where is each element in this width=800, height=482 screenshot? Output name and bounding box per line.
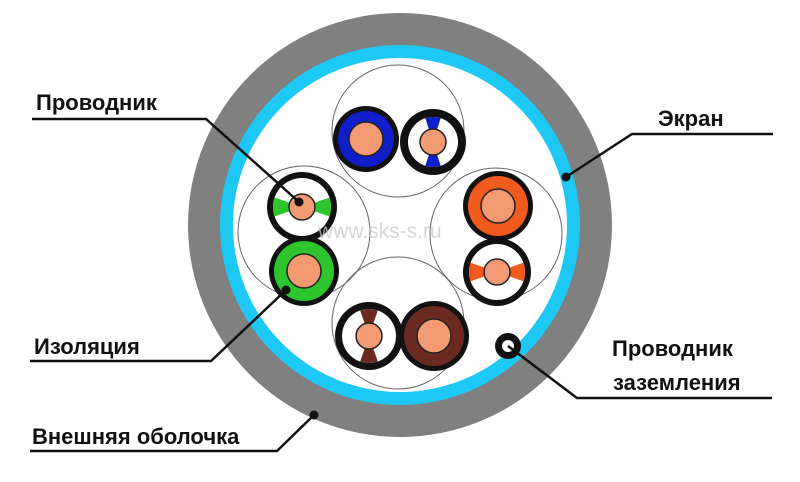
label-screen: Экран <box>658 106 724 131</box>
leader-outer-jacket <box>30 414 315 453</box>
conductor-core <box>355 322 383 350</box>
conductor-core <box>480 188 516 224</box>
leader-dot <box>294 197 304 207</box>
label-ground-conductor-line1: Проводник <box>612 336 734 361</box>
green-pair <box>267 172 339 306</box>
brown-pair <box>335 301 469 371</box>
watermark: www.sks-s.ru <box>317 220 442 243</box>
orange-pair <box>463 171 533 306</box>
inner-core-area <box>233 58 567 392</box>
leader-insulation <box>30 289 287 363</box>
conductor-core <box>419 128 447 156</box>
leader-conductor <box>32 117 300 203</box>
conductor-core <box>348 121 384 157</box>
conductor-core <box>286 253 322 289</box>
leader-screen <box>565 132 773 179</box>
leader-ground-conductor <box>507 345 772 400</box>
label-ground-conductor-line2: заземления <box>613 370 741 395</box>
leader-dot <box>281 285 291 295</box>
conductor-core <box>416 318 452 354</box>
conductor-core <box>483 258 511 286</box>
label-insulation: Изоляция <box>34 334 140 359</box>
leader-dot <box>561 172 571 182</box>
label-outer-jacket: Внешняя оболочка <box>32 424 240 449</box>
leader-dot <box>309 410 319 420</box>
label-conductor: Проводник <box>36 90 158 115</box>
blue-pair <box>333 106 466 175</box>
